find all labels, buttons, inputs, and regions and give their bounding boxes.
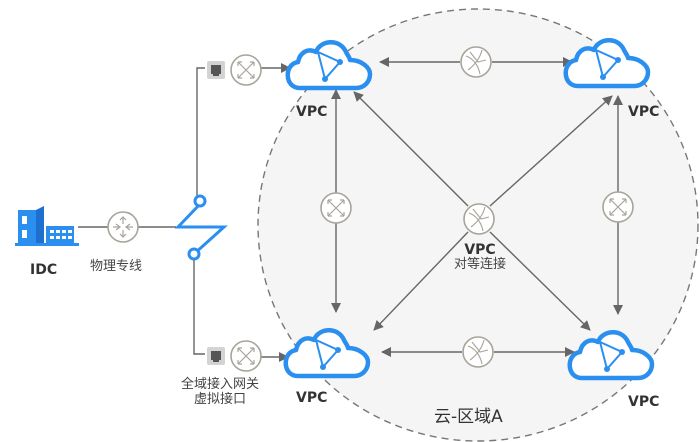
vif-label-line2: 虚拟接口: [193, 391, 246, 407]
vpc-label-top-right: VPC: [628, 104, 660, 120]
peering-arrow: [353, 91, 469, 207]
region-label: 云-区域A: [434, 407, 503, 427]
peering-center-label-line2: 对等连接: [453, 257, 506, 273]
idc-building-icon: [15, 206, 79, 246]
vif-gateway-icon-bottom: [230, 340, 262, 372]
vif-port-icon-bottom: [207, 347, 225, 365]
peering-arrow: [489, 231, 591, 331]
vif-label-line1: 全域接入网关: [180, 377, 259, 392]
peering-router-icon-center: [463, 203, 495, 235]
peering-center-label: VPC 对等连接: [432, 242, 528, 273]
vpc-label-bottom-left: VPC: [296, 390, 328, 406]
switch-icon: [174, 194, 228, 261]
peering-arrow: [489, 95, 613, 207]
vif-label: 全域接入网关 虚拟接口: [164, 377, 276, 408]
vif-gateway-icon-top: [230, 54, 262, 86]
peering-center-label-line1: VPC: [464, 242, 496, 258]
idc-label: IDC: [30, 262, 58, 278]
physical-line-router-icon: [107, 211, 139, 243]
peering-router-icon-right: [602, 191, 634, 223]
peering-router-icon-top: [460, 46, 492, 78]
vif-port-icon-top: [207, 61, 225, 79]
physical-line-label: 物理专线: [90, 259, 143, 274]
peering-arrow: [373, 231, 469, 331]
vpc-label-top-left: VPC: [296, 104, 328, 120]
peering-router-icon-bottom: [462, 336, 494, 368]
peering-router-icon-left: [320, 192, 352, 224]
vif-line-top: [196, 67, 205, 197]
vpc-label-bottom-right: VPC: [628, 394, 660, 410]
vif-line-bottom: [193, 258, 205, 355]
